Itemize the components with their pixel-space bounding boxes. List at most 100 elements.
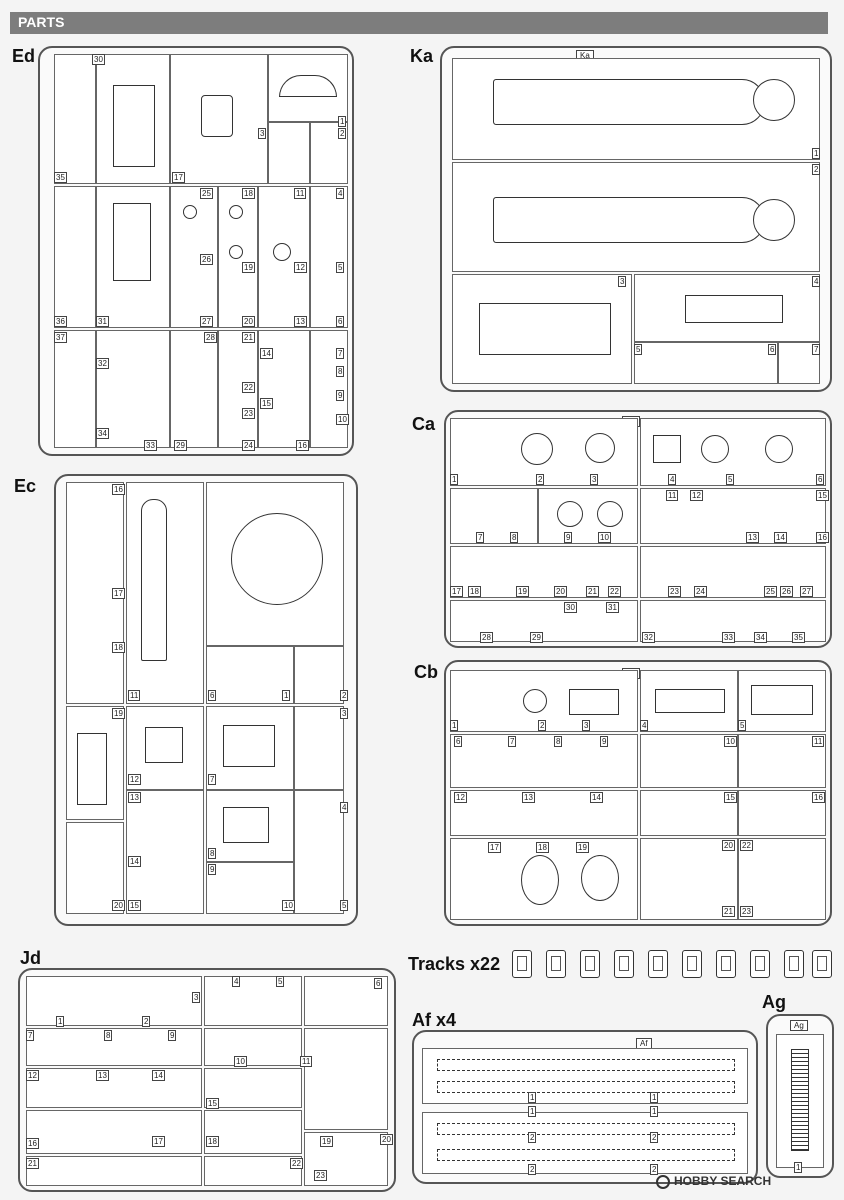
part-number: 21 [722,906,735,917]
part-number: 15 [260,398,273,409]
part-number: 14 [152,1070,165,1081]
sprue-cb: Cb 1 2 3 4 5 6 7 8 9 10 11 12 13 14 15 1… [444,660,832,926]
sprue-af: Af 1 1 1 1 2 2 2 2 [412,1030,758,1184]
part-number: 28 [480,632,493,643]
part-number: 10 [598,532,611,543]
part-number: 18 [242,188,255,199]
watermark-text: HOBBY SEARCH [674,1174,772,1188]
part-number: 31 [96,316,109,327]
track-link [750,950,770,978]
part-number: 33 [144,440,157,451]
part-number: 7 [208,774,217,785]
part-number: 1 [282,690,291,701]
part-number: 2 [538,720,547,731]
part-number: 3 [340,708,349,719]
page-title: PARTS [18,14,65,30]
part-number: 14 [260,348,273,359]
part-number: 18 [112,642,125,653]
part-number: 27 [200,316,213,327]
part-number: 19 [516,586,529,597]
part-number: 34 [96,428,109,439]
part-number: 9 [336,390,345,401]
sprue-code-ag: Ag [790,1020,808,1031]
part-number: 36 [54,316,67,327]
part-number: 2 [536,474,545,485]
part-number: 34 [754,632,767,643]
part-number: 29 [530,632,543,643]
sprue-ag: Ag 1 [766,1014,834,1178]
part-number: 10 [282,900,295,911]
part-number: 12 [454,792,467,803]
part-number: 5 [738,720,747,731]
part-number: 17 [488,842,501,853]
part-number: 26 [200,254,213,265]
part-number: 7 [26,1030,35,1041]
part-number: 2 [528,1164,537,1175]
track-link [614,950,634,978]
part-number: 35 [792,632,805,643]
part-number: 4 [668,474,677,485]
part-number: 5 [634,344,643,355]
part-number: 16 [112,484,125,495]
part-number: 23 [314,1170,327,1181]
part-number: 18 [206,1136,219,1147]
sprue-ca: Ca 1 2 3 4 5 6 7 8 9 10 11 12 13 14 15 1… [444,410,832,648]
sprue-label-ec: Ec [14,476,37,496]
part-number: 19 [242,262,255,273]
part-number: 4 [640,720,649,731]
part-number: 17 [152,1136,165,1147]
part-number: 30 [92,54,105,65]
part-number: 20 [722,840,735,851]
part-number: 18 [536,842,549,853]
part-number: 6 [208,690,217,701]
part-number: 18 [468,586,481,597]
part-number: 1 [56,1016,65,1027]
watermark: HOBBY SEARCH [656,1174,771,1189]
part-number: 2 [812,164,821,175]
part-number: 17 [112,588,125,599]
part-number: 37 [54,332,67,343]
part-number: 15 [724,792,737,803]
part-number: 23 [242,408,255,419]
part-number: 7 [508,736,517,747]
part-number: 11 [812,736,825,747]
part-number: 6 [816,474,825,485]
sprue-ka: Ka 1 2 3 4 5 6 7 [440,46,832,392]
part-number: 6 [336,316,345,327]
part-number: 21 [26,1158,39,1169]
part-number: 25 [200,188,213,199]
sprue-ed: Ed 30 1 3 2 35 17 25 18 11 4 26 19 12 5 … [38,46,354,456]
part-number: 11 [666,490,679,501]
part-number: 4 [812,276,821,287]
part-number: 3 [618,276,627,287]
part-number: 14 [590,792,603,803]
part-number: 9 [168,1030,177,1041]
part-number: 15 [206,1098,219,1109]
parts-header: PARTS [10,12,828,34]
part-number: 20 [380,1134,393,1145]
part-number: 35 [54,172,67,183]
track-link [784,950,804,978]
part-number: 33 [722,632,735,643]
part-number: 7 [336,348,345,359]
part-number: 31 [606,602,619,613]
part-number: 8 [336,366,345,377]
part-number: 1 [650,1092,659,1103]
sprue-label-ed: Ed [12,46,36,66]
part-number: 12 [26,1070,39,1081]
part-number: 13 [128,792,141,803]
part-number: 27 [800,586,813,597]
part-number: 8 [104,1030,113,1041]
sprue-label-cb: Cb [414,662,438,682]
part-number: 2 [338,128,347,139]
part-number: 3 [582,720,591,731]
part-number: 2 [650,1132,659,1143]
part-number: 14 [774,532,787,543]
part-number: 13 [746,532,759,543]
part-number: 2 [142,1016,151,1027]
part-number: 6 [768,344,777,355]
part-number: 21 [586,586,599,597]
track-link [546,950,566,978]
part-number: 22 [290,1158,303,1169]
part-number: 20 [112,900,125,911]
